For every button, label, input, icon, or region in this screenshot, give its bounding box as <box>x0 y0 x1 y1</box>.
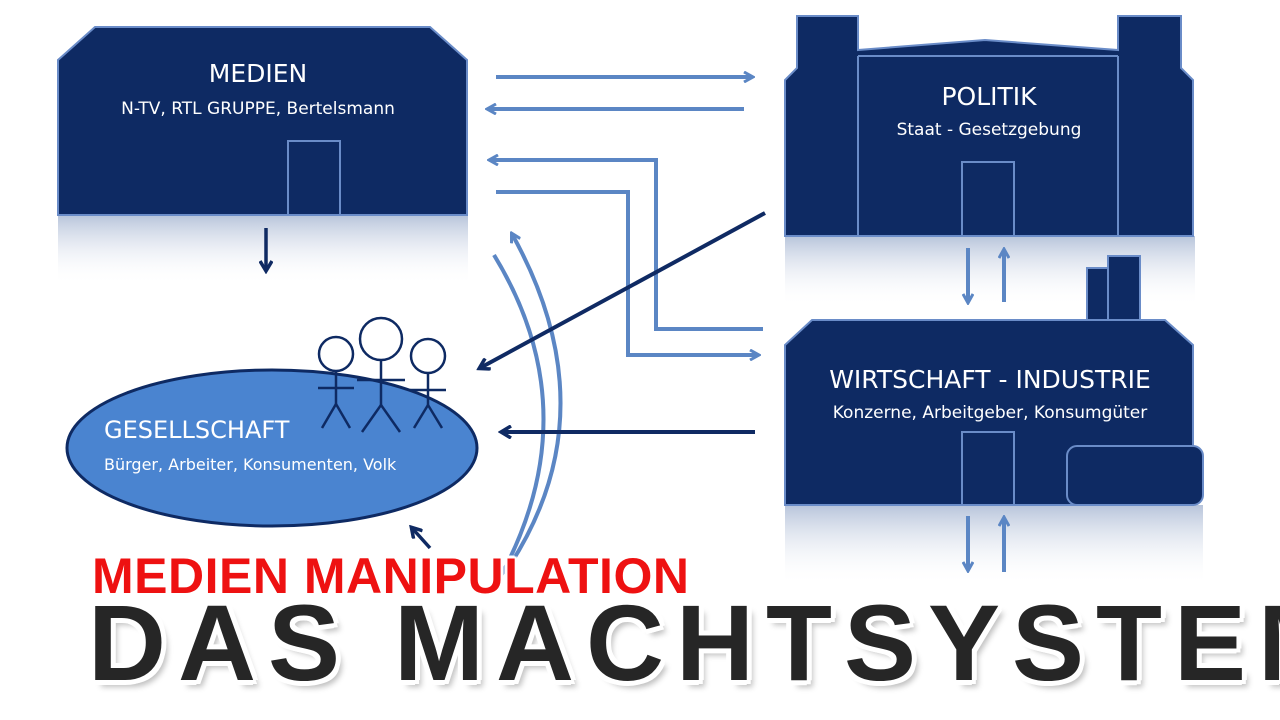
overlay-title: DAS MACHTSYSTEM <box>88 582 1280 703</box>
medien-door <box>287 140 341 216</box>
medien-node: MEDIEN N-TV, RTL GRUPPE, Bertelsmann <box>57 26 468 285</box>
gesellschaft-node: GESELLSCHAFT Bürger, Arbeiter, Konsument… <box>65 368 479 528</box>
wirtschaft-annex <box>1066 445 1204 506</box>
overlay-subtitle: MEDIEN MANIPULATION <box>92 548 690 604</box>
medien-title: MEDIEN <box>209 59 308 88</box>
wirtschaft-chimney-large <box>1107 255 1141 321</box>
politik-subtitle: Staat - Gesetzgebung <box>897 120 1082 140</box>
medien-building <box>57 26 468 216</box>
wirtschaft-subtitle: Konzerne, Arbeitgeber, Konsumgüter <box>833 403 1148 423</box>
arrow-politik-to-gesellschaft <box>480 211 766 368</box>
politik-building <box>784 15 1194 237</box>
person-center-figure <box>357 316 405 433</box>
person-right-figure <box>409 337 447 429</box>
medien-subtitle: N-TV, RTL GRUPPE, Bertelsmann <box>121 99 395 119</box>
gesellschaft-title: GESELLSCHAFT <box>104 416 290 444</box>
gesellschaft-ellipse <box>65 368 479 528</box>
gesellschaft-subtitle: Bürger, Arbeiter, Konsumenten, Volk <box>104 455 397 474</box>
politik-door <box>961 161 1015 237</box>
wirtschaft-node: WIRTSCHAFT - INDUSTRIE Konzerne, Arbeitg… <box>784 255 1204 585</box>
person-left-figure <box>317 335 355 429</box>
arrow-wirtschaft-to-medien <box>490 160 763 331</box>
people-figures <box>317 316 447 433</box>
arc-medien-to-gesellschaft <box>492 253 546 586</box>
wirtschaft-chimney-small <box>1086 267 1110 321</box>
wirtschaft-reflection <box>785 505 1203 585</box>
arrow-up-to-gesellschaft <box>412 528 432 550</box>
wirtschaft-door <box>961 431 1015 506</box>
wirtschaft-title: WIRTSCHAFT - INDUSTRIE <box>829 365 1151 394</box>
politik-node: POLITIK Staat - Gesetzgebung <box>784 15 1195 306</box>
medien-reflection <box>58 215 468 285</box>
politik-title: POLITIK <box>941 82 1037 111</box>
arc-gesellschaft-to-medien <box>508 234 563 567</box>
arrow-medien-to-wirtschaft <box>496 190 758 355</box>
